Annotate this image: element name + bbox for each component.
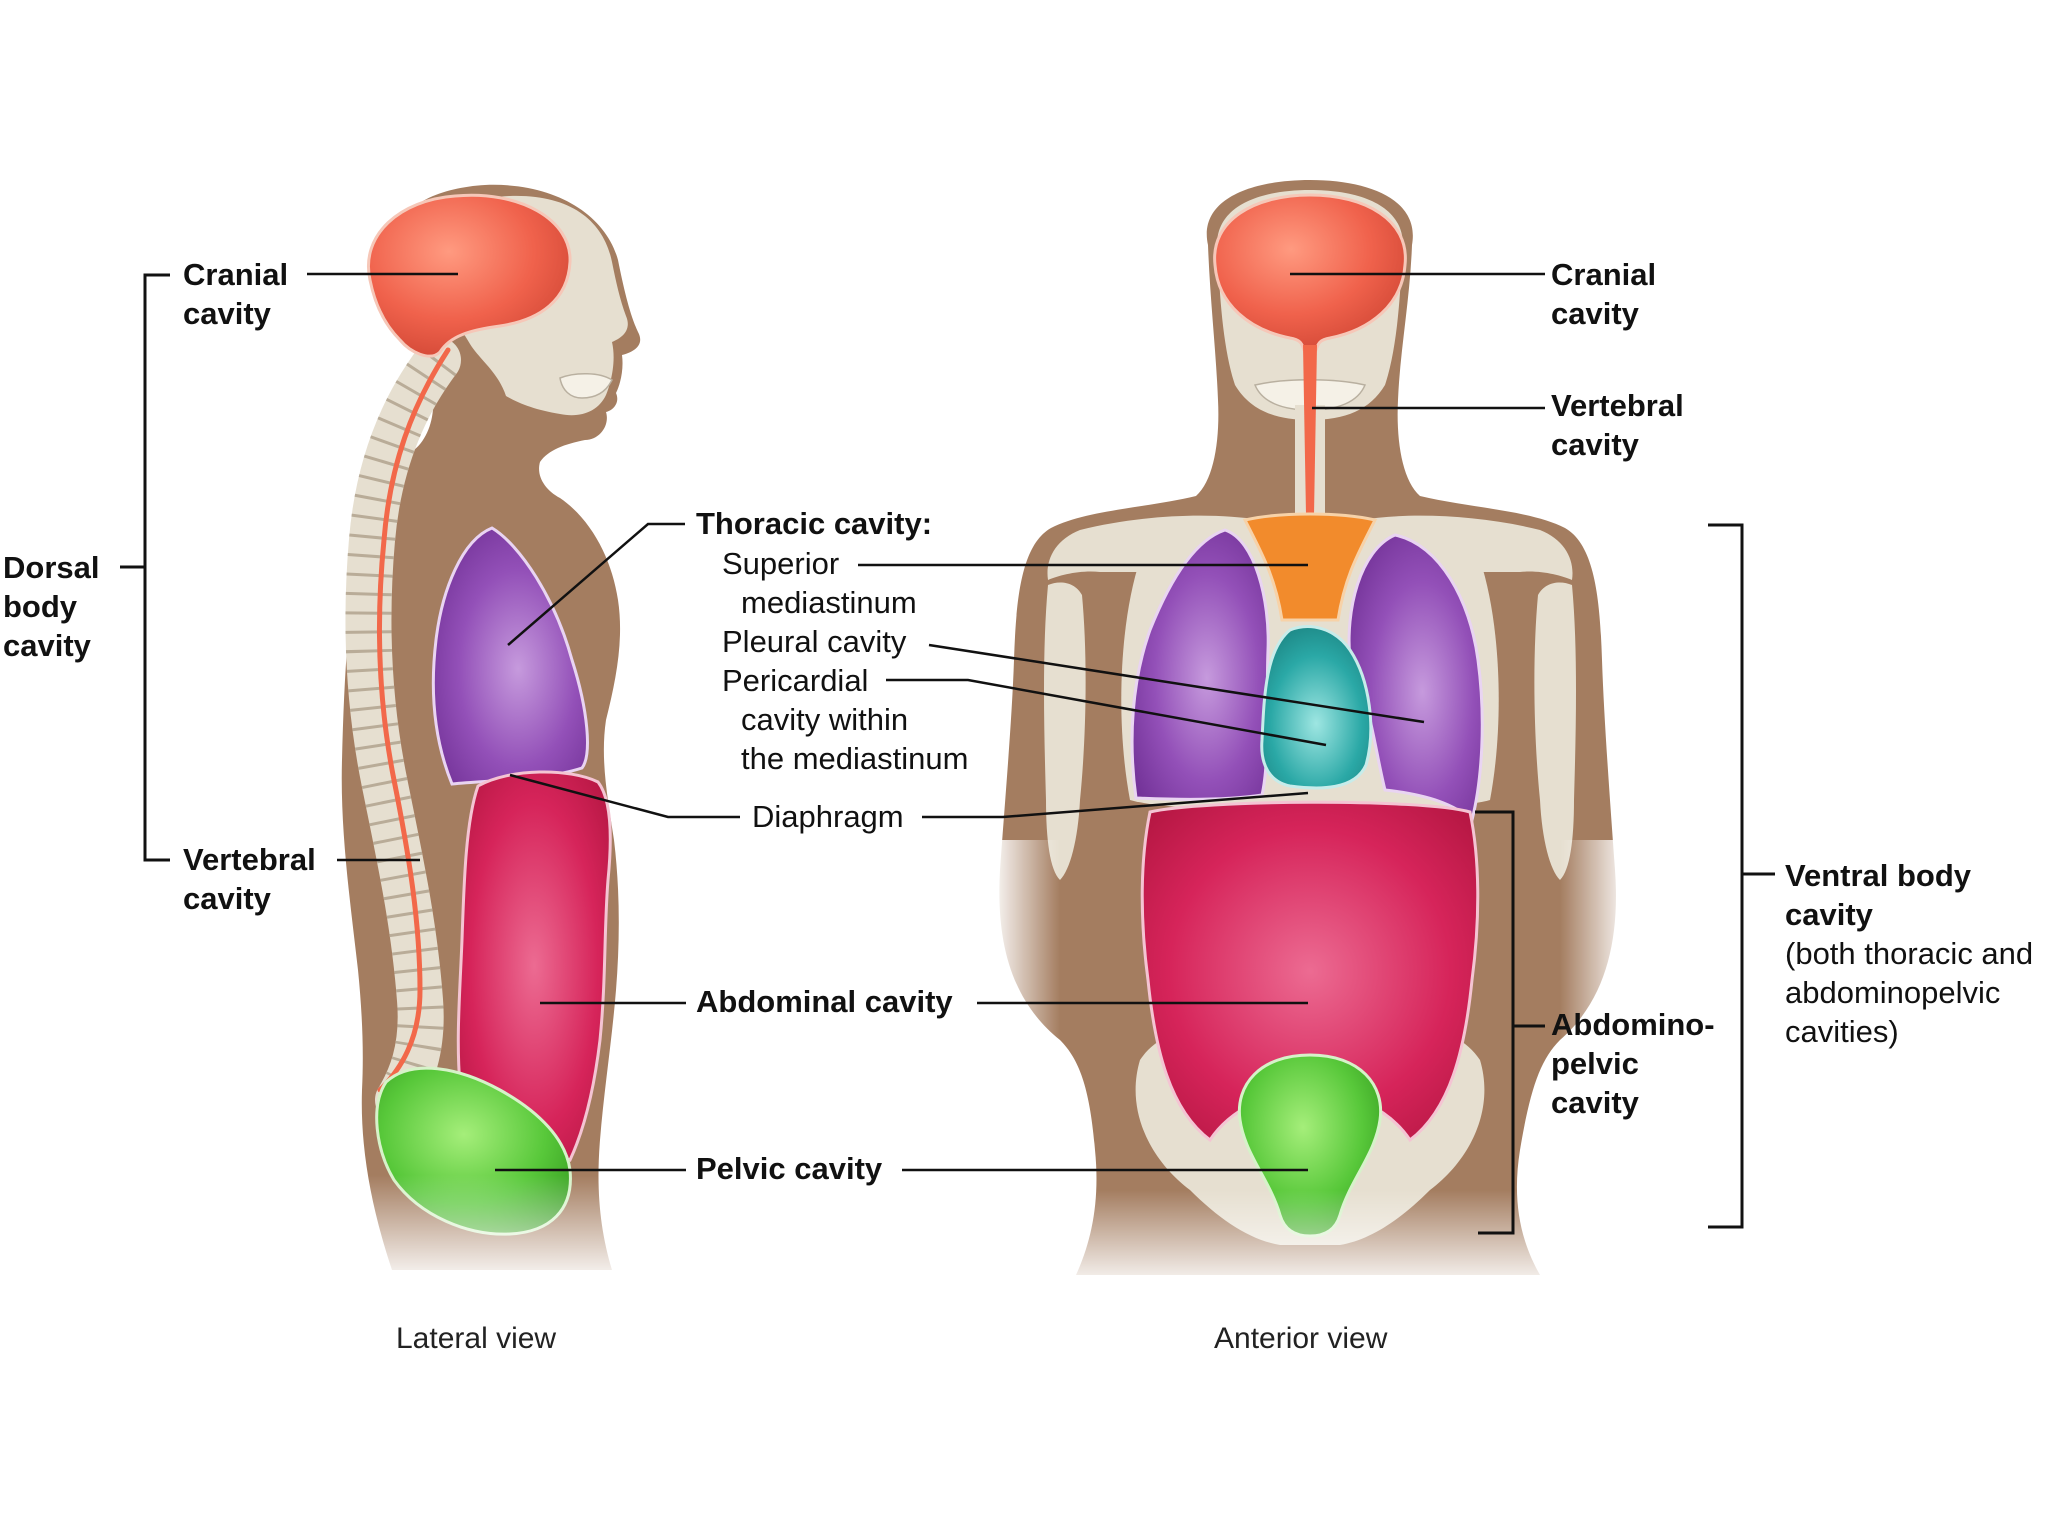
dorsal-line-2: body: [3, 587, 99, 626]
ventral-line-2: cavity: [1785, 895, 2033, 934]
abdominal-cavity-label: Abdominal cavity: [696, 982, 953, 1021]
ventral-body-cavity-label: Ventral body cavity (both thoracic and a…: [1785, 856, 2033, 1051]
ventral-line-1: Ventral body: [1785, 856, 2033, 895]
ventral-note-line-1: (both thoracic and: [1785, 934, 2033, 973]
abdominopelvic-line-2: pelvic: [1551, 1044, 1715, 1083]
anterior-view-caption: Anterior view: [1214, 1322, 1387, 1356]
lateral-vertebral-line-1: Vertebral: [183, 840, 316, 879]
abdominopelvic-line-3: cavity: [1551, 1083, 1715, 1122]
pleural-cavity-label: Pleural cavity: [722, 622, 906, 661]
ventral-note-line-2: abdominopelvic: [1785, 973, 2033, 1012]
anterior-cranial-line-1: Cranial: [1551, 255, 1656, 294]
lateral-view-figure: [330, 185, 650, 1285]
abdominopelvic-line-1: Abdomino-: [1551, 1005, 1715, 1044]
dorsal-bracket: [120, 275, 170, 860]
anterior-vertebral-line-1: Vertebral: [1551, 386, 1684, 425]
superior-mediastinum-label: Superior mediastinum: [722, 544, 917, 622]
lateral-cranial-line-1: Cranial: [183, 255, 288, 294]
thoracic-cavity-heading: Thoracic cavity:: [696, 504, 932, 543]
anterior-bottom-fade: [1050, 1190, 1570, 1290]
ventral-note-line-3: cavities): [1785, 1012, 2033, 1051]
lateral-view-caption: Lateral view: [396, 1322, 556, 1356]
abdominopelvic-cavity-label: Abdomino- pelvic cavity: [1551, 1005, 1715, 1122]
anterior-cranial-line-2: cavity: [1551, 294, 1656, 333]
ventral-bracket: [1708, 525, 1775, 1227]
pericardial-line-1: Pericardial: [722, 661, 968, 700]
dorsal-line-1: Dorsal: [3, 548, 99, 587]
pericardial-cavity-label: Pericardial cavity within the mediastinu…: [722, 661, 968, 778]
lateral-vertebral-cavity-label: Vertebral cavity: [183, 840, 316, 918]
anterior-view-figure: [990, 180, 1630, 1290]
anterior-left-fade: [990, 840, 1060, 1200]
lateral-vertebral-line-2: cavity: [183, 879, 316, 918]
lateral-bottom-fade: [330, 1175, 650, 1285]
anterior-vertebral-cavity-label: Vertebral cavity: [1551, 386, 1684, 464]
pericardial-line-2: cavity within: [722, 700, 968, 739]
anterior-vertebral-line-2: cavity: [1551, 425, 1684, 464]
superior-line-2: mediastinum: [722, 583, 917, 622]
dorsal-body-cavity-label: Dorsal body cavity: [3, 548, 99, 665]
lateral-cranial-line-2: cavity: [183, 294, 288, 333]
diaphragm-label: Diaphragm: [752, 797, 904, 836]
pericardial-line-3: the mediastinum: [722, 739, 968, 778]
anterior-cranial-cavity-label: Cranial cavity: [1551, 255, 1656, 333]
pelvic-cavity-label: Pelvic cavity: [696, 1149, 882, 1188]
superior-line-1: Superior: [722, 544, 917, 583]
lateral-cranial-cavity-label: Cranial cavity: [183, 255, 288, 333]
dorsal-line-3: cavity: [3, 626, 99, 665]
